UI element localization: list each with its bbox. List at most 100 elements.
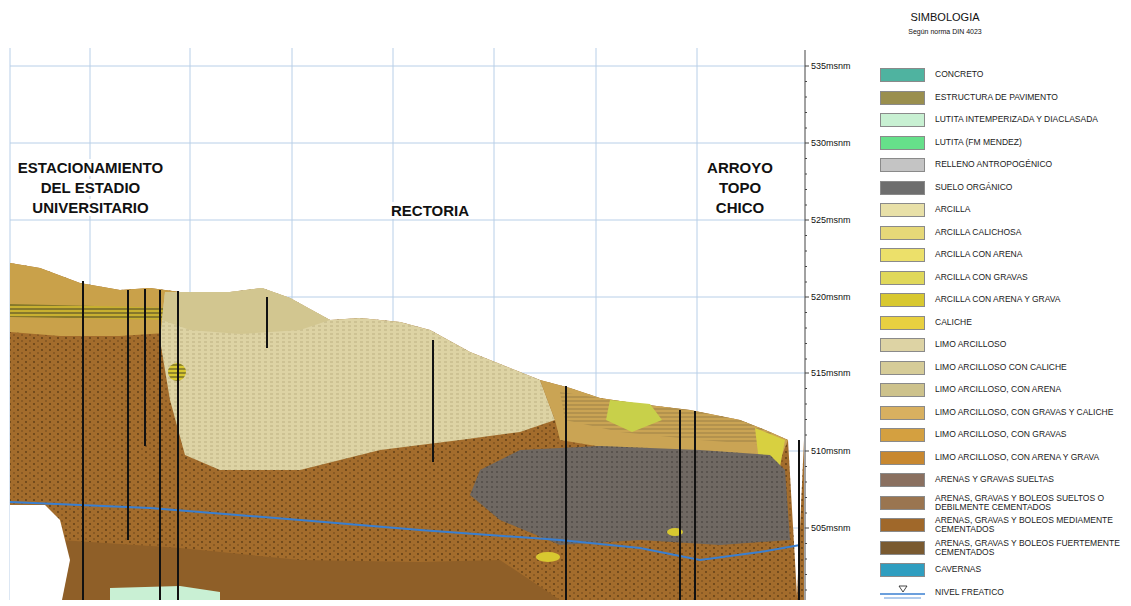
- borehole: [565, 386, 567, 600]
- site-label-box: ESTACIONAMIENTO DEL ESTADIO UNIVERSITARI…: [8, 158, 173, 218]
- site-label-box: ARROYO TOPO CHICO: [700, 158, 780, 218]
- elevation-label-box: 525msnm: [809, 214, 869, 226]
- legend-text: ARENAS, GRAVAS Y BOLEOS FUERTEMENTE CEME…: [935, 538, 1123, 557]
- clay-lens: [536, 552, 560, 562]
- legend-text: LUTITA (FM MENDEZ): [935, 138, 1123, 147]
- sandy-silt-top: [162, 288, 330, 334]
- legend-swatch: [880, 226, 925, 240]
- elevation-label-box: 520msnm: [809, 291, 869, 303]
- legend-swatch: [880, 473, 925, 487]
- gravel-texture: [10, 263, 804, 600]
- legend-text: ARCILLA CON ARENA: [935, 250, 1123, 259]
- legend-swatch: [880, 451, 925, 465]
- legend-text: LUTITA INTEMPERIZADA Y DIACLASADA: [935, 115, 1123, 124]
- elevation-label-box: 515msnm: [809, 367, 869, 379]
- grid: [10, 48, 805, 600]
- borehole: [177, 291, 179, 600]
- elevation-label: 525msnm: [809, 215, 853, 225]
- legend-water-sample: [880, 586, 925, 598]
- void-area: [10, 505, 70, 600]
- legend-text: SUELO ORGÁNICO: [935, 183, 1123, 192]
- grid-line: [10, 143, 805, 144]
- legend-title-box: SIMBOLOGIA: [880, 10, 1010, 24]
- elevation-label-box: 510msnm: [809, 445, 869, 457]
- legend-text: ESTRUCTURA DE PAVIMENTO: [935, 93, 1123, 102]
- sandy-clay-top: [10, 263, 180, 336]
- borehole: [144, 289, 146, 446]
- site-label-box: RECTORIA: [370, 201, 490, 221]
- silt-clay: [160, 288, 555, 470]
- grid-line: [10, 220, 805, 221]
- legend-text: LIMO ARCILLOSO CON CALICHE: [935, 363, 1123, 372]
- legend-swatch: [880, 271, 925, 285]
- silt-stripes-right: [560, 392, 780, 446]
- shale-patch: [110, 586, 220, 600]
- water-symbol: [899, 586, 907, 592]
- elevation-label: 530msnm: [809, 138, 853, 148]
- gravel-base: [10, 263, 804, 600]
- legend-swatch: [880, 293, 925, 307]
- legend-text: ARENAS Y GRAVAS SUELTAS: [935, 475, 1123, 484]
- legend-subtitle: Según norma DIN 4023: [906, 28, 984, 35]
- elevation-label: 510msnm: [809, 446, 853, 456]
- legend-swatch: [880, 203, 925, 217]
- legend-swatch: [880, 248, 925, 262]
- legend-text: RELLENO ANTROPOGÉNICO: [935, 160, 1123, 169]
- legend-subtitle-box: Según norma DIN 4023: [880, 27, 1010, 36]
- legend-text: LIMO ARCILLOSO, CON ARENA Y GRAVA: [935, 453, 1123, 462]
- borehole: [679, 410, 681, 600]
- site-label: ARROYO TOPO CHICO: [705, 159, 775, 216]
- borehole: [432, 340, 434, 462]
- legend-text: ARCILLA CON GRAVAS: [935, 273, 1123, 282]
- legend-swatch: [880, 338, 925, 352]
- legend-text: ARCILLA: [935, 205, 1123, 214]
- legend-text: NIVEL FREATICO: [935, 588, 1123, 597]
- borehole: [159, 290, 161, 600]
- legend-text: LIMO ARCILLOSO, CON ARENA: [935, 385, 1123, 394]
- clay-gravel-band: [10, 304, 180, 320]
- legend-text: LIMO ARCILLOSO, CON GRAVAS Y CALICHE: [935, 408, 1123, 417]
- water-line-sample: [884, 598, 921, 599]
- legend-swatch: [880, 496, 925, 510]
- legend-text: CAVERNAS: [935, 565, 1123, 574]
- legend-swatch: [880, 113, 925, 127]
- legend-text: ARCILLA CON ARENA Y GRAVA: [935, 295, 1123, 304]
- strata: [10, 263, 804, 600]
- legend-swatch: [880, 406, 925, 420]
- water-line-sample: [880, 593, 925, 595]
- borehole: [266, 297, 268, 348]
- loose-sand-gravel: [470, 446, 790, 545]
- elevation-label-box: 505msnm: [809, 522, 869, 534]
- legend-text: ARENAS, GRAVAS Y BOLEOS SUELTOS O DEBILM…: [935, 493, 1123, 512]
- legend-swatch: [880, 428, 925, 442]
- legend-swatch: [880, 316, 925, 330]
- boreholes: [83, 281, 799, 600]
- borehole: [694, 411, 696, 600]
- legend-swatch: [880, 518, 925, 532]
- legend-swatch: [880, 136, 925, 150]
- borehole: [82, 281, 84, 600]
- legend-swatch: [880, 563, 925, 577]
- legend-text: LIMO ARCILLOSO: [935, 340, 1123, 349]
- legend-text: ARCILLA CALICHOSA: [935, 228, 1123, 237]
- elevation-axis: [805, 50, 809, 600]
- legend-text: CONCRETO: [935, 70, 1123, 79]
- elevation-label-box: 535msnm: [809, 60, 869, 72]
- legend-text: LIMO ARCILLOSO, CON GRAVAS: [935, 430, 1123, 439]
- legend-text: CALICHE: [935, 318, 1123, 327]
- borehole: [798, 440, 800, 600]
- legend-swatch: [880, 91, 925, 105]
- clay-sand-patch: [606, 400, 662, 432]
- elevation-label-box: 530msnm: [809, 137, 869, 149]
- clay-gravel-stripes: [10, 304, 180, 320]
- legend-swatch: [880, 68, 925, 82]
- legend-swatch: [880, 541, 925, 555]
- legend-swatch: [880, 158, 925, 172]
- legend-swatch: [880, 181, 925, 195]
- silt-texture: [160, 288, 555, 470]
- legend-swatch: [880, 361, 925, 375]
- borehole: [127, 290, 129, 540]
- elevation-label: 505msnm: [809, 523, 853, 533]
- elevation-label: 515msnm: [809, 368, 853, 378]
